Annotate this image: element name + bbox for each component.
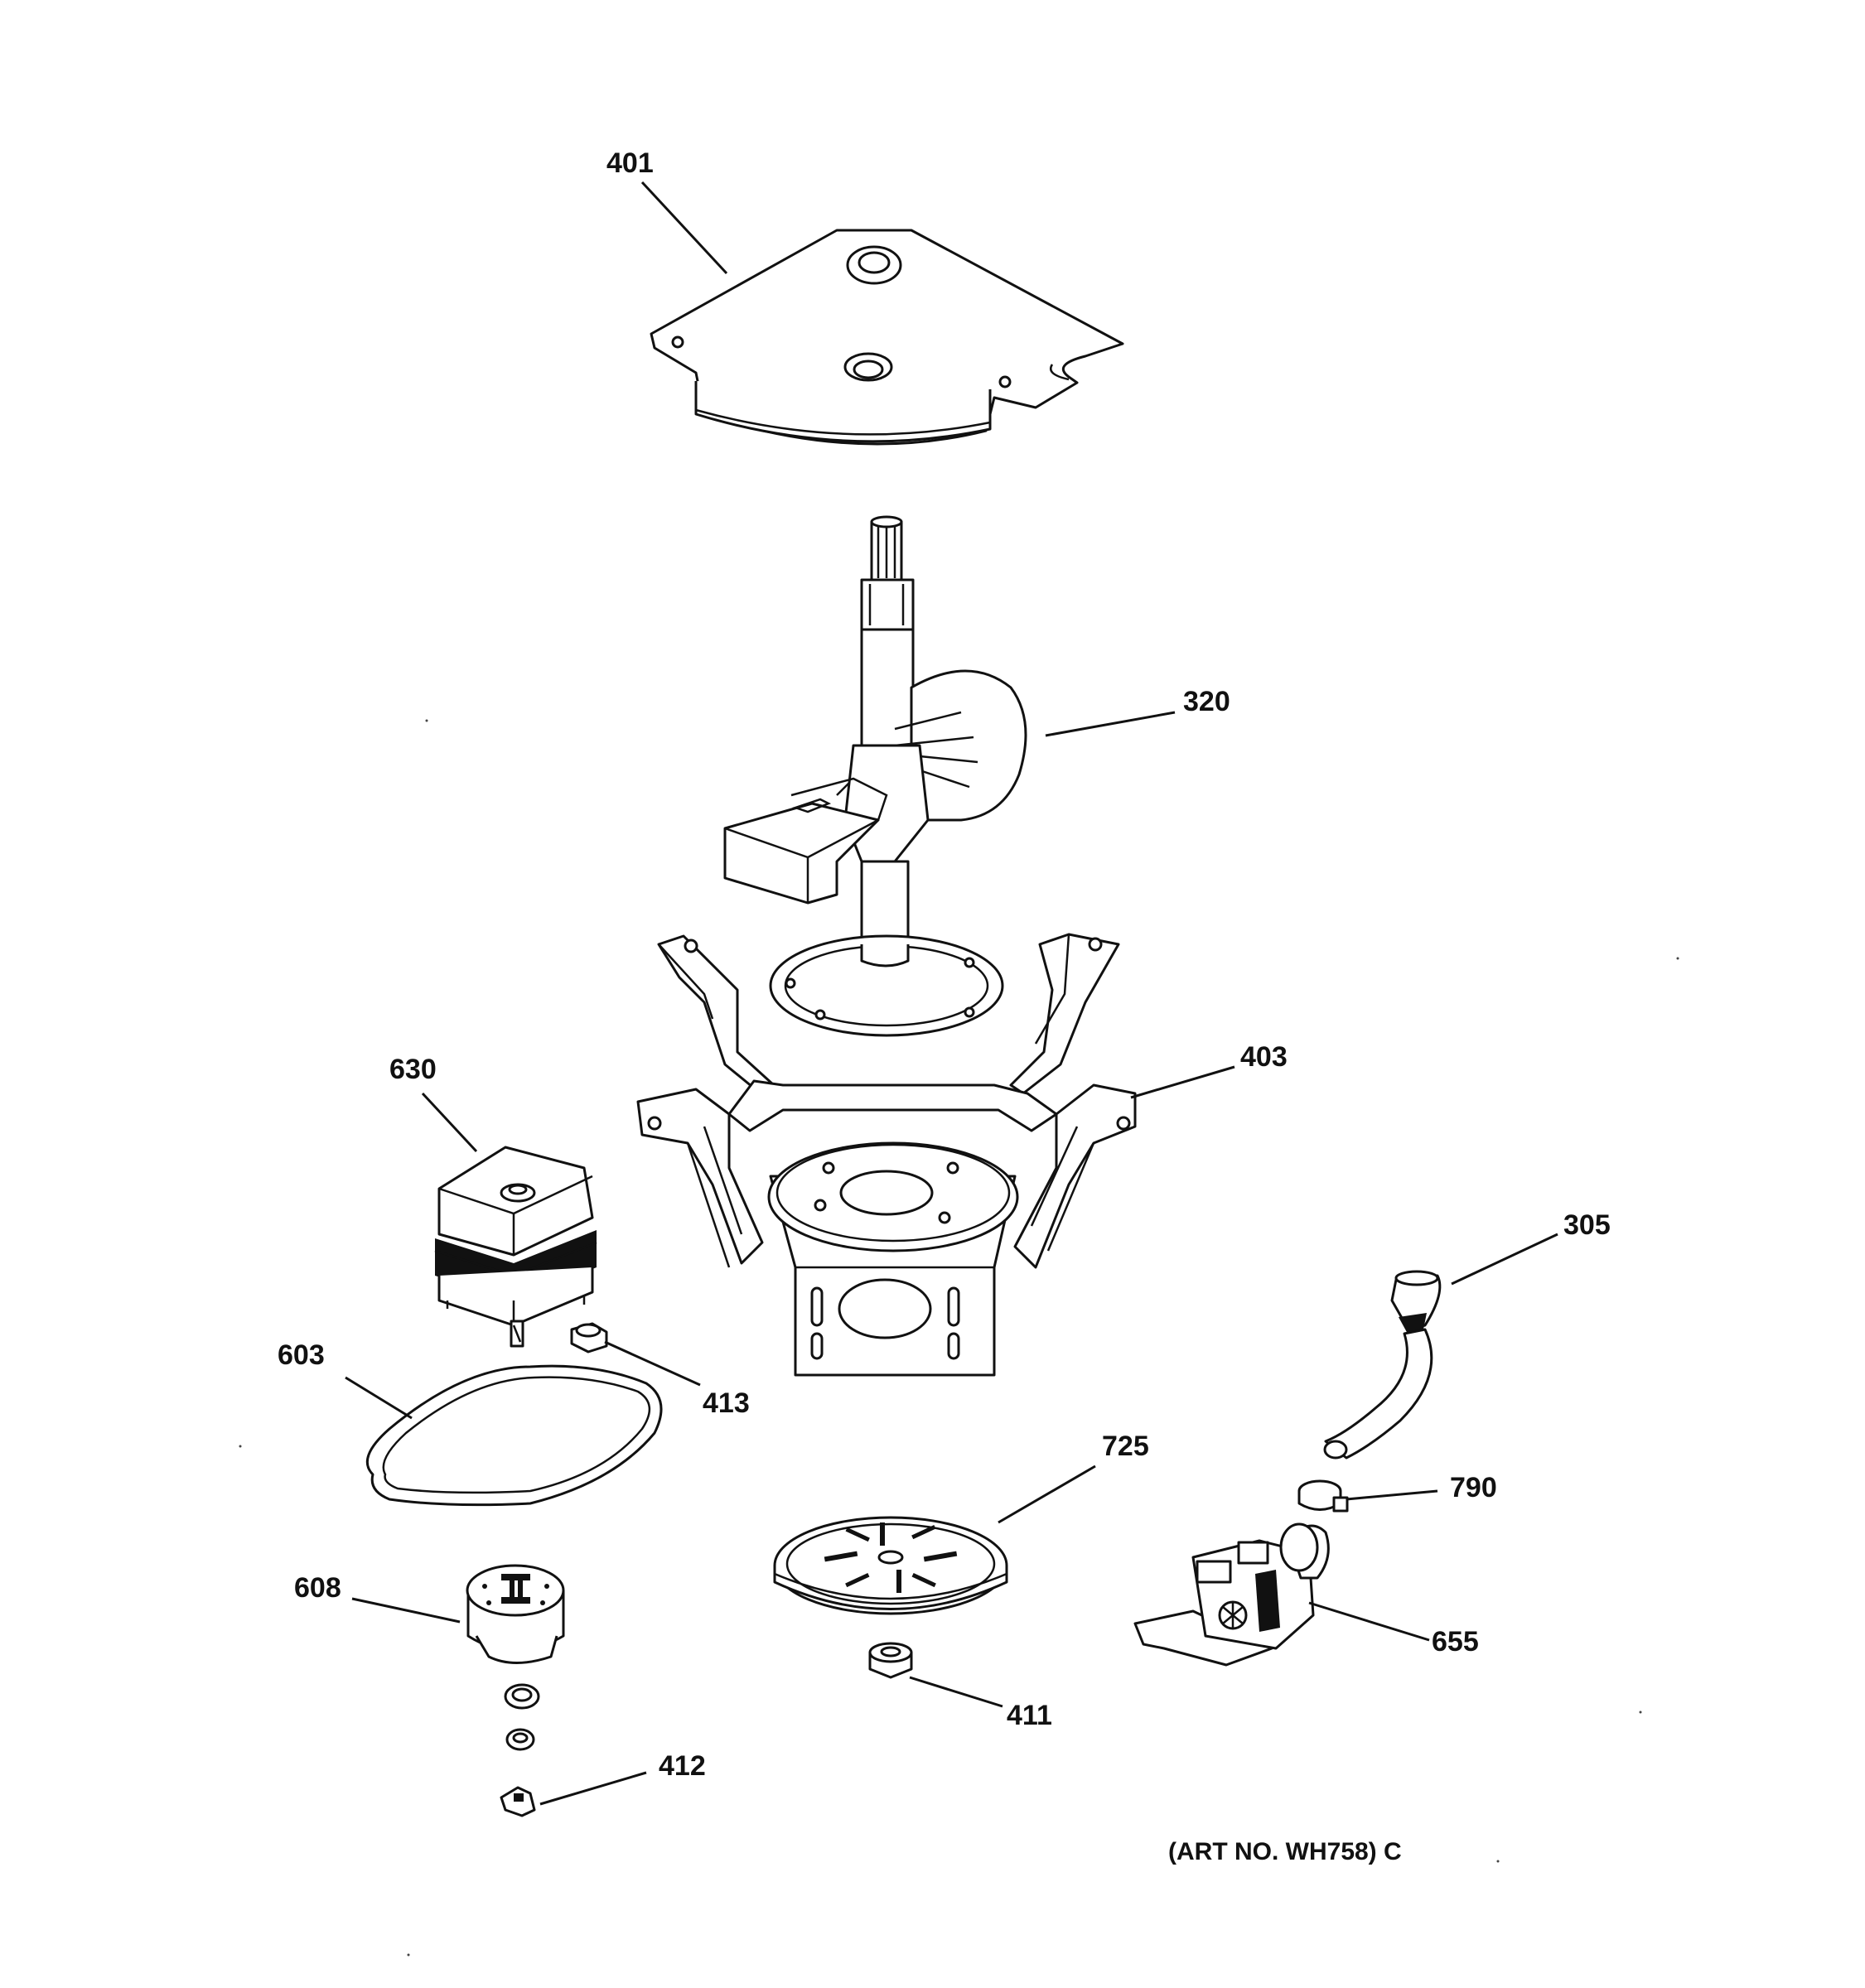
- part-655-pump: [1133, 1522, 1330, 1667]
- leader-608: [351, 1597, 461, 1624]
- leader-305: [1451, 1233, 1558, 1286]
- leader-603: [345, 1376, 413, 1420]
- scan-specks: [239, 719, 1679, 1957]
- leader-401: [640, 181, 728, 275]
- callout-411: 411: [1007, 1700, 1052, 1731]
- part-630-motor: [434, 1146, 597, 1348]
- leader-411: [909, 1676, 1003, 1708]
- leader-655: [1308, 1601, 1430, 1642]
- leader-413: [604, 1340, 701, 1387]
- leader-790: [1346, 1489, 1438, 1501]
- part-603-belt: [365, 1364, 663, 1507]
- callout-412: 412: [659, 1750, 706, 1782]
- washer-lower: [505, 1728, 535, 1751]
- callout-401: 401: [606, 147, 654, 179]
- art-number: (ART NO. WH758) C: [1168, 1838, 1402, 1865]
- callout-655: 655: [1432, 1626, 1479, 1657]
- washer-upper: [504, 1683, 540, 1710]
- part-403-frame: [636, 933, 1137, 1377]
- part-608-clutch: [466, 1564, 565, 1664]
- part-413-nut: [570, 1322, 608, 1353]
- leader-630: [421, 1092, 478, 1153]
- part-790-clamp: [1297, 1479, 1349, 1513]
- callout-790: 790: [1450, 1472, 1497, 1503]
- part-725-pulley: [773, 1516, 1008, 1615]
- part-305-hose: [1323, 1270, 1442, 1460]
- callout-603: 603: [278, 1339, 325, 1371]
- callout-403: 403: [1240, 1041, 1288, 1073]
- leader-403: [1130, 1065, 1235, 1099]
- callout-labels: 401 320 403 630 305 603 413 725 790 608 …: [278, 147, 1611, 1865]
- callout-608: 608: [294, 1572, 341, 1604]
- leader-lines: [345, 181, 1558, 1806]
- callout-305: 305: [1563, 1209, 1611, 1241]
- part-412-clip: [500, 1786, 536, 1817]
- leader-320: [1045, 711, 1176, 737]
- leader-412: [539, 1771, 647, 1806]
- part-401-cover: [650, 229, 1124, 446]
- callout-725: 725: [1102, 1431, 1149, 1462]
- part-411-nut: [868, 1642, 913, 1679]
- callout-413: 413: [703, 1387, 750, 1419]
- part-320-transmission: [723, 515, 1027, 1037]
- callout-320: 320: [1183, 686, 1230, 717]
- callout-630: 630: [389, 1054, 437, 1085]
- leader-725: [998, 1464, 1096, 1524]
